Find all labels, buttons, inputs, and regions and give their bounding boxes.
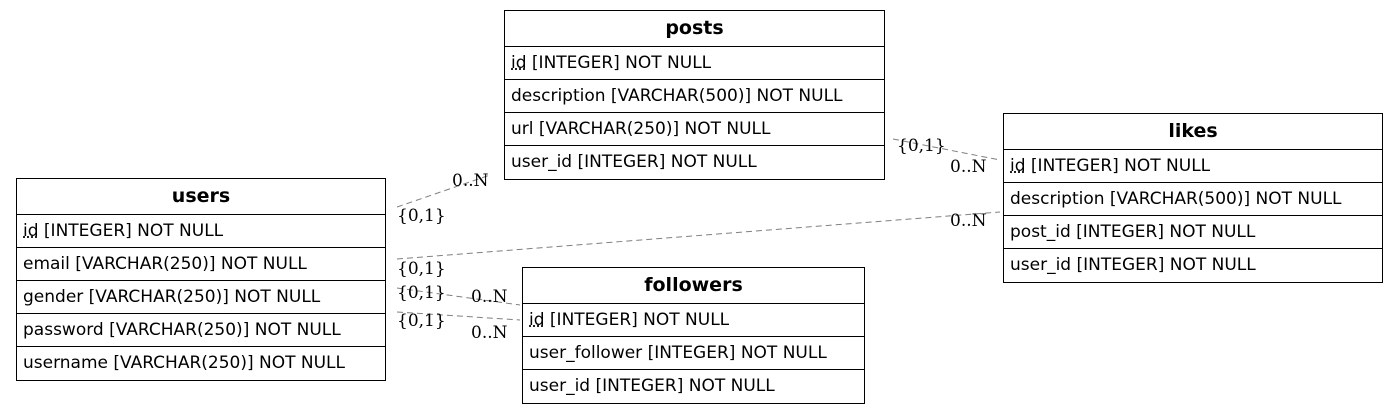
entity-title: likes [1004,114,1382,150]
attribute-row: id [INTEGER] NOT NULL [523,304,864,337]
attribute-row: id [INTEGER] NOT NULL [1004,150,1382,183]
card-users-posts-from: {0,1} [397,206,446,226]
attribute-row: username [VARCHAR(250)] NOT NULL [23,353,345,373]
entity-followers[interactable]: followers id [INTEGER] NOT NULL user_fol… [522,267,865,404]
card-users-likes-to: 0..N [950,211,987,231]
entity-title: users [17,179,385,215]
attribute-row: url [VARCHAR(250)] NOT NULL [505,113,884,146]
edge-posts-likes [892,138,1001,161]
attribute-row: email [VARCHAR(250)] NOT NULL [17,248,385,281]
entity-title: posts [505,11,884,47]
attribute-row: user_id [INTEGER] NOT NULL [511,152,757,172]
entity-likes[interactable]: likes id [INTEGER] NOT NULL description … [1003,113,1383,283]
entity-users[interactable]: users id [INTEGER] NOT NULL email [VARCH… [16,178,386,381]
attribute-row: password [VARCHAR(250)] NOT NULL [17,314,385,347]
entity-title: followers [523,268,864,304]
edge-users-followers-1 [396,287,521,306]
edge-users-likes [396,211,1001,260]
card-users-followers-2-from: {0,1} [397,311,446,331]
attribute-row: user_id [INTEGER] NOT NULL [1010,255,1256,275]
card-users-followers-2-to: 0..N [471,323,508,343]
attribute-row: id [INTEGER] NOT NULL [17,215,385,248]
attribute-row: gender [VARCHAR(250)] NOT NULL [17,281,385,314]
attribute-row: user_id [INTEGER] NOT NULL [529,376,775,396]
attribute-row: post_id [INTEGER] NOT NULL [1004,216,1382,249]
attribute-row: description [VARCHAR(500)] NOT NULL [1004,183,1382,216]
card-posts-likes-from: {0,1} [897,136,946,156]
edge-users-followers-2 [396,311,521,321]
attribute-row: description [VARCHAR(500)] NOT NULL [505,80,884,113]
card-users-followers-1-from: {0,1} [397,283,446,303]
attribute-row: user_follower [INTEGER] NOT NULL [523,337,864,370]
card-posts-likes-to: 0..N [950,157,987,177]
card-users-followers-1-to: 0..N [471,287,508,307]
card-users-posts-to: 0..N [452,171,489,191]
entity-posts[interactable]: posts id [INTEGER] NOT NULL description … [504,10,885,180]
edge-users-posts [396,174,491,208]
card-users-likes-from: {0,1} [397,259,446,279]
attribute-row: id [INTEGER] NOT NULL [505,47,884,80]
